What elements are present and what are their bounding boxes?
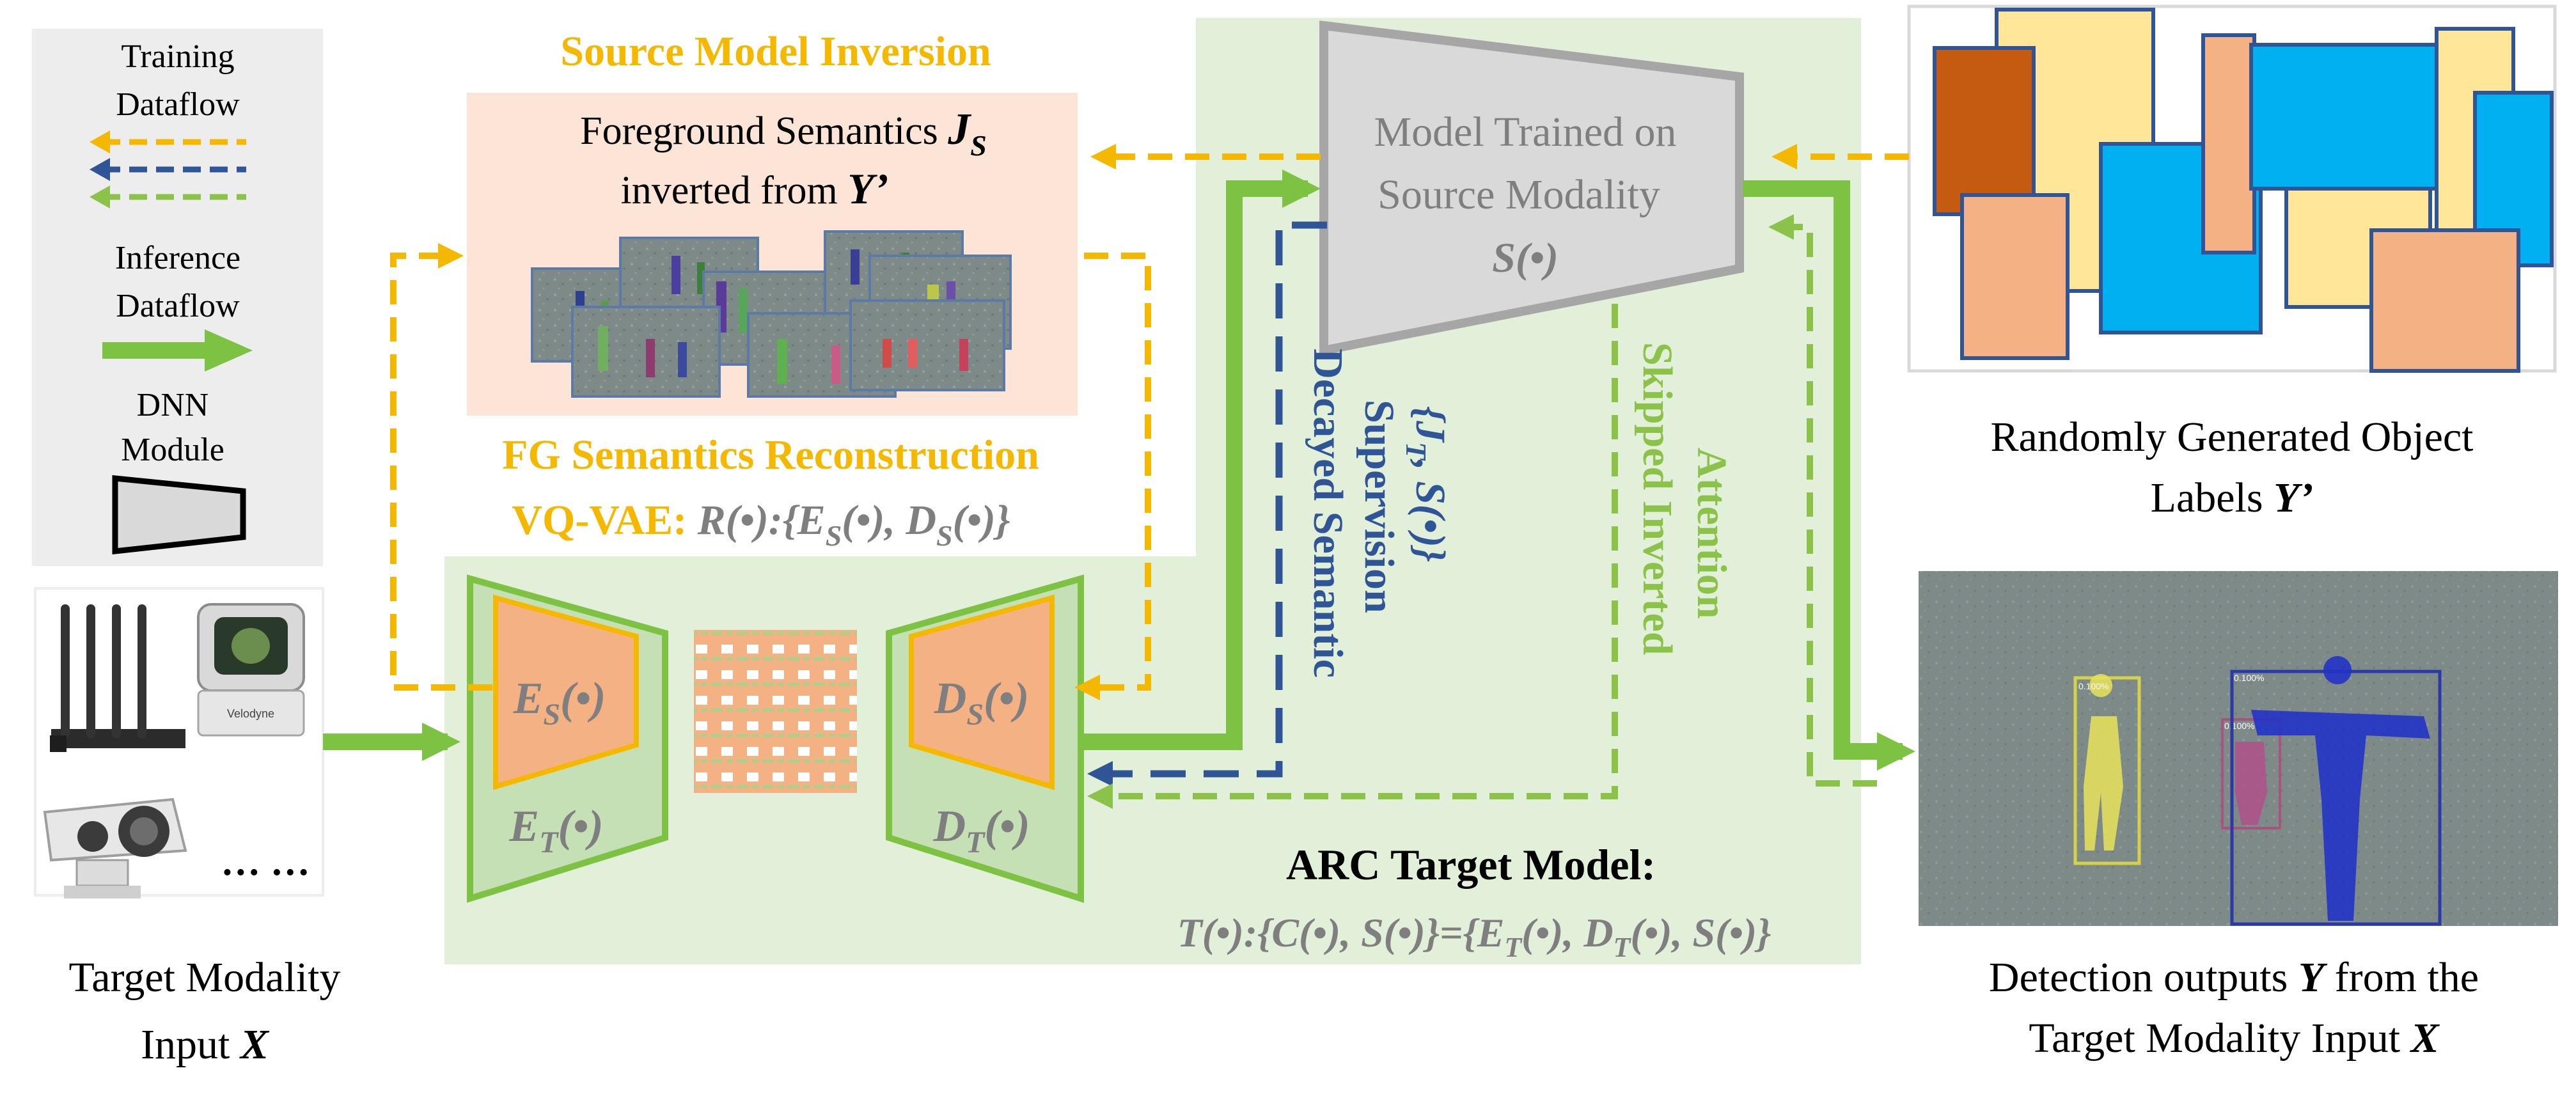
arc-formula: T(•):{C(•), S(•)}={ET(•), DT(•), S(•)} [1177, 910, 1771, 963]
supervision-line2: Supervision [1356, 400, 1402, 613]
sensor-ellipsis: … … [221, 840, 310, 884]
inverted-sample-6 [571, 306, 721, 398]
target-modality-caption-line1: Target Modality [69, 954, 341, 1001]
legend-orange-arrowhead [90, 130, 110, 153]
skipped-attention-line2: Attention [1688, 448, 1735, 619]
score-label-3: 0.100% [2234, 673, 2264, 683]
target-model-panel-bottom [444, 556, 1861, 964]
legend-inference-arrowhead [205, 329, 253, 372]
velodyne-lidar-icon: Velodyne [197, 603, 305, 737]
source-encoder-trapezoid [493, 594, 639, 790]
legend-inference-line1: Inference [115, 240, 240, 276]
supervision-line1: Decayed Semantic [1305, 349, 1351, 678]
source-model-line2: Source Modality [1378, 171, 1660, 218]
decayed-supervision-arrow [1087, 221, 1327, 787]
arc-title: ARC Target Model: [1286, 840, 1656, 889]
inversion-caption-line2: inverted from Y’ [621, 164, 889, 213]
label-box-6 [2249, 43, 2445, 191]
score-label-2: 0.100% [2224, 721, 2254, 731]
target-decoder-label: DT(•) [932, 802, 1030, 859]
detection-to-source-model-dashed-arrow [1768, 214, 1877, 787]
detected-person-2: 0.100% [2221, 718, 2281, 829]
legend-dnn-line2: Module [121, 432, 224, 468]
source-model-to-detection-arrow [1743, 180, 1915, 771]
inversion-to-decoder-arrow [1074, 253, 1151, 700]
supervision-line3: {JT, S(•)} [1400, 406, 1454, 562]
source-decoder-trapezoid [909, 594, 1055, 790]
label-box-2 [1933, 46, 2036, 216]
random-labels-caption-line2: Labels Y’ [2151, 474, 2314, 521]
inversion-caption-line1: Foreground Semantics JS [580, 105, 987, 162]
legend-green-arrowhead [90, 185, 110, 208]
legend-box [32, 29, 323, 566]
label-box-10 [2369, 228, 2520, 373]
inverted-foreground-samples [531, 230, 1012, 398]
label-box-5 [2201, 33, 2256, 255]
legend-inference-line2: Dataflow [116, 288, 240, 324]
decoder-to-source-model-arrow [1081, 169, 1321, 750]
inverted-sample-8 [849, 299, 1005, 391]
skipped-attention-arrow [1087, 304, 1618, 809]
velodyne-brand-text: Velodyne [227, 707, 274, 720]
legend-inference-arrow-shaft [102, 342, 208, 359]
source-decoder-label: DS(•) [934, 674, 1029, 732]
detection-caption-line1: Detection outputs Y from the [1989, 954, 2479, 1001]
legend-dnn-module-trapezoid [112, 475, 246, 555]
source-model-inversion-title: Source Model Inversion [560, 28, 991, 75]
random-labels-caption-line1: Randomly Generated Object [1990, 414, 2473, 460]
source-encoder-label: ES(•) [513, 674, 606, 732]
legend-training-line1: Training [121, 38, 234, 75]
target-modality-caption-line2: Input X [141, 1021, 270, 1068]
antenna-array-icon [50, 604, 185, 752]
legend-blue-arrowhead [90, 158, 110, 181]
vq-codebook-grid [694, 630, 857, 793]
detected-person-3: 0.100% [2230, 656, 2442, 926]
legend-training-line2: Dataflow [116, 86, 240, 123]
skipped-attention-line1: Skipped Inverted [1634, 342, 1681, 655]
target-encoder-label: ET(•) [508, 802, 603, 859]
vqvae-formula: VQ-VAE: R(•):{ES(•), DS(•)} [512, 497, 1010, 552]
score-label-1: 0.100% [2078, 681, 2109, 691]
random-label-boxes [1933, 8, 2554, 373]
encoder-to-inversion-arrow [390, 243, 492, 691]
source-model-function: S(•) [1492, 235, 1559, 281]
label-box-3 [1960, 193, 2069, 360]
detection-caption-line2: Target Modality Input X [2029, 1015, 2440, 1062]
source-model-trapezoid [1319, 20, 1744, 356]
source-model-line1: Model Trained on [1374, 109, 1676, 155]
legend-dnn-line1: DNN [137, 387, 209, 423]
thermal-camera-icon [43, 797, 187, 898]
detected-person-1: 0.100% [2073, 674, 2141, 865]
fg-reconstruction-title: FG Semantics Reconstruction [502, 432, 1039, 478]
